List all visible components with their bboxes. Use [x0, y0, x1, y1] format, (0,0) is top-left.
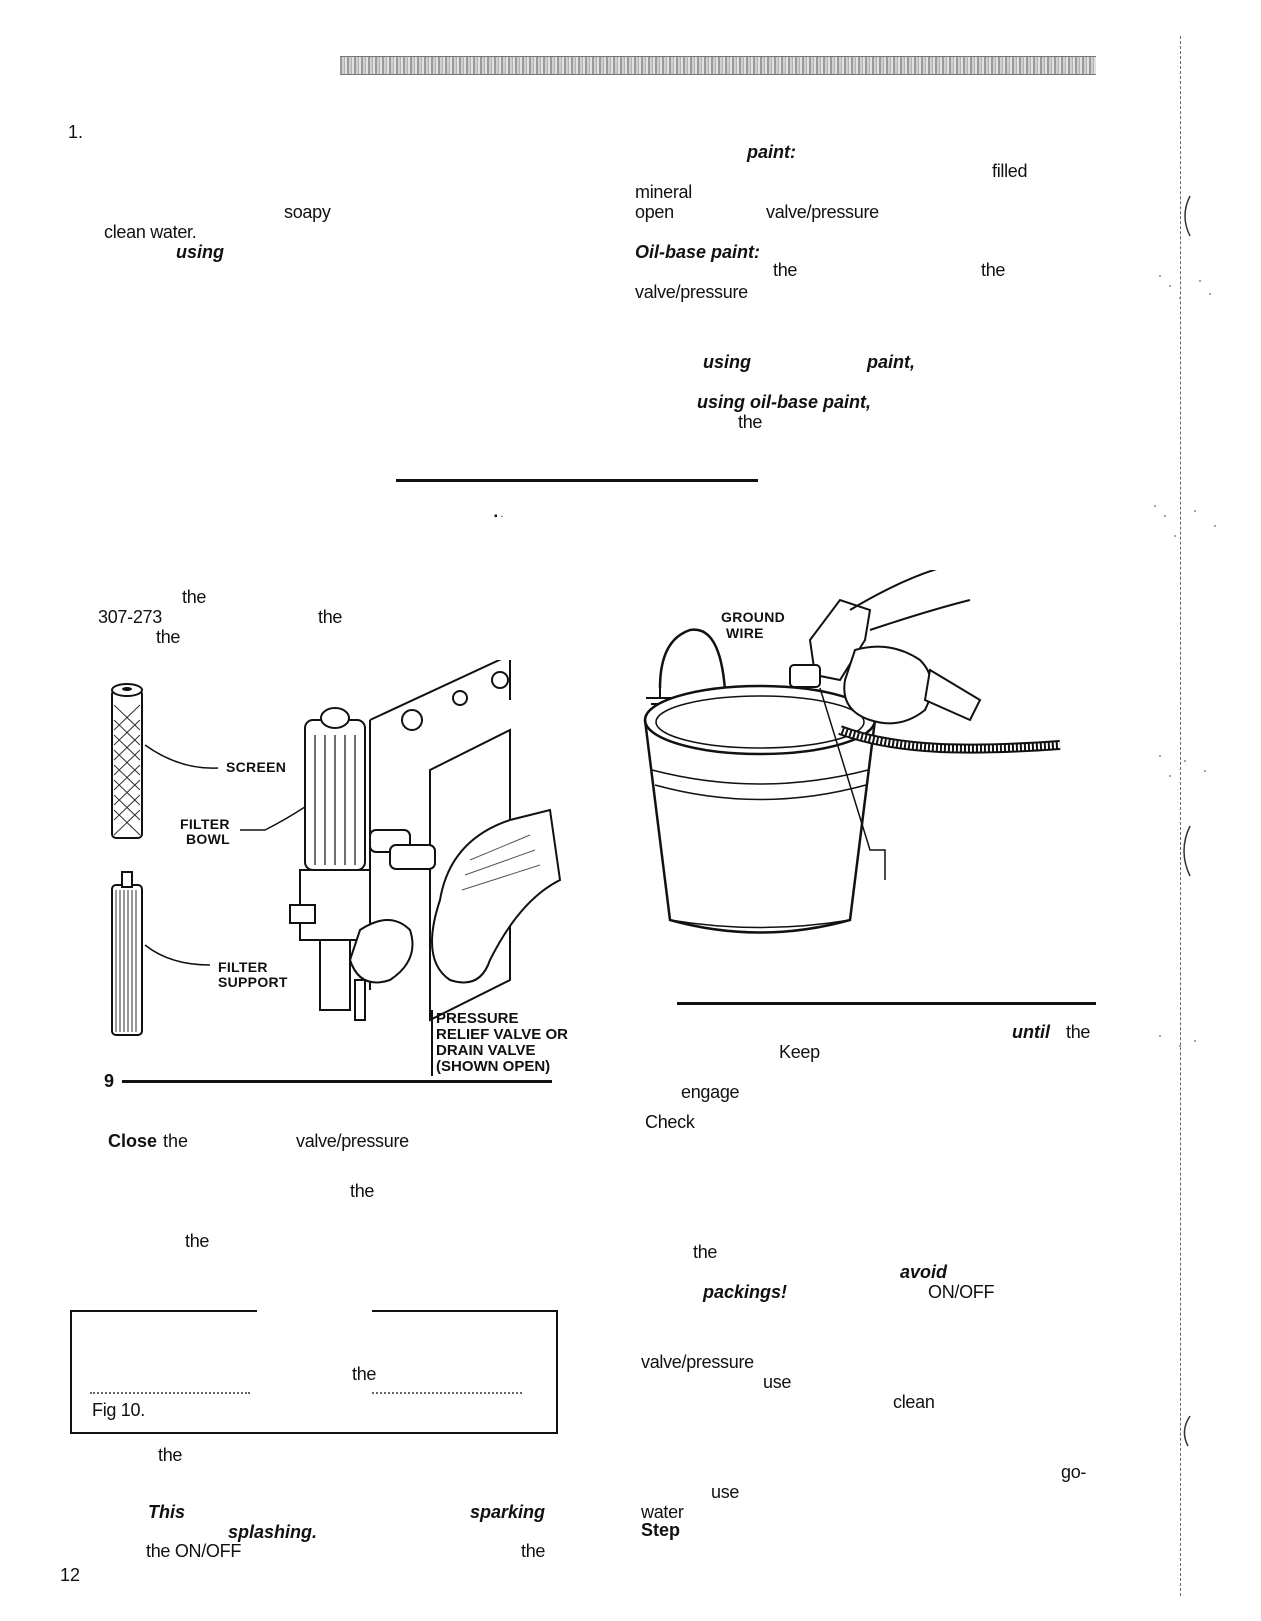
- text-fragment: Fig 10.: [92, 1400, 145, 1420]
- figure-10-rule: [677, 1002, 1096, 1005]
- text-fragment: the: [738, 412, 763, 432]
- text-fragment: This: [148, 1502, 186, 1522]
- text-fragment: paint,: [867, 352, 915, 372]
- section-rule: [396, 479, 758, 482]
- text-fragment: use: [711, 1482, 740, 1502]
- hose-coil: [838, 727, 1061, 752]
- text-fragment: the: [693, 1242, 718, 1262]
- text-fragment: valve/pressure: [641, 1352, 754, 1372]
- text-fragment: the ON/OFF: [146, 1541, 242, 1561]
- text-fragment: splashing.: [228, 1522, 318, 1542]
- spray-gun-hand: [789, 570, 982, 725]
- text-fragment: the: [521, 1541, 546, 1561]
- text-fragment: the: [156, 627, 181, 647]
- label-ground-2: WIRE: [726, 625, 764, 641]
- text-fragment: use: [763, 1372, 792, 1392]
- label-filter-support-1: FILTER: [218, 959, 268, 975]
- text-fragment: valve/pressure: [296, 1131, 409, 1151]
- valve-label-bracket: [431, 1010, 433, 1076]
- clipped-text-line: [90, 1392, 250, 1398]
- text-fragment: filled: [992, 161, 1028, 181]
- text-fragment: the: [352, 1364, 377, 1384]
- filter-support-part: [111, 871, 143, 1036]
- text-fragment: 307-273: [98, 607, 162, 627]
- text-fragment: using: [703, 352, 751, 372]
- leader-line: [144, 944, 211, 966]
- text-fragment: the: [1066, 1022, 1091, 1042]
- filter-bowl-part: [289, 707, 436, 1011]
- text-fragment: the: [185, 1231, 210, 1251]
- label-filter-bowl-2: BOWL: [186, 831, 230, 847]
- text-fragment: the: [158, 1445, 183, 1465]
- label-filter-bowl-1: FILTER: [180, 816, 230, 832]
- screen-part: [111, 683, 143, 839]
- text-fragment: Oil-base paint:: [635, 242, 761, 262]
- label-valve-4: (SHOWN OPEN): [436, 1058, 551, 1075]
- text-fragment: valve/pressure: [635, 282, 748, 302]
- text-fragment: soapy: [284, 202, 331, 222]
- operator-hand: [348, 808, 562, 1021]
- text-fragment: water: [641, 1502, 684, 1522]
- step-number: 1.: [68, 122, 84, 142]
- figure-9-number: 9: [104, 1071, 115, 1091]
- text-fragment: avoid: [900, 1262, 948, 1282]
- warning-note-box: the Fig 10.: [70, 1308, 558, 1434]
- text-fragment: mineral: [635, 182, 692, 202]
- figure-10-illustration: [643, 570, 1061, 934]
- label-valve-3: DRAIN VALVE: [436, 1042, 536, 1059]
- ground-wire: [658, 628, 727, 691]
- text-fragment: the: [981, 260, 1006, 280]
- text-fragment: clean: [893, 1392, 935, 1412]
- text-fragment: paint:: [747, 142, 796, 162]
- figure-9-illustration: [111, 660, 562, 1036]
- label-valve-2: RELIEF VALVE OR: [436, 1026, 568, 1043]
- text-fragment: ON/OFF: [928, 1282, 995, 1302]
- text-fragment: clean water.: [104, 222, 197, 242]
- leader-line: [819, 687, 886, 880]
- text-fragment: using: [176, 242, 224, 262]
- text-fragment: using oil-base paint,: [697, 392, 872, 412]
- page-number: 12: [60, 1565, 81, 1585]
- text-fragment: valve/pressure: [766, 202, 879, 222]
- text-fragment: the: [163, 1131, 189, 1151]
- text-fragment: Close: [108, 1131, 158, 1151]
- scan-mark: ▪ ·: [494, 511, 504, 522]
- text-fragment: until: [1012, 1022, 1050, 1042]
- text-fragment: Step: [641, 1520, 681, 1540]
- label-screen: SCREEN: [226, 759, 287, 775]
- scan-artifacts: [1154, 195, 1216, 1447]
- text-fragment: the: [318, 607, 343, 627]
- metal-bucket: [643, 684, 877, 934]
- note-box-title-gap: [257, 1308, 372, 1314]
- text-fragment: the: [773, 260, 798, 280]
- text-fragment: packings!: [703, 1282, 788, 1302]
- text-fragment: go-: [1061, 1462, 1087, 1482]
- leader-line: [144, 744, 219, 769]
- text-fragment: open: [635, 202, 674, 222]
- text-fragment: Check: [645, 1112, 695, 1132]
- text-fragment: Keep: [779, 1042, 820, 1062]
- header-band: [340, 56, 1096, 75]
- text-fragment: sparking: [470, 1502, 546, 1522]
- label-filter-support-2: SUPPORT: [218, 974, 288, 990]
- text-fragment: the: [350, 1181, 375, 1201]
- clipped-text-line: [372, 1392, 522, 1398]
- label-valve-1: PRESSURE: [436, 1010, 519, 1027]
- figure-9-rule: [122, 1080, 552, 1083]
- leader-line: [240, 804, 309, 831]
- text-fragment: engage: [681, 1082, 740, 1102]
- page-edge-line: [1180, 36, 1181, 1596]
- label-ground-1: GROUND: [721, 609, 786, 625]
- text-fragment: the: [182, 587, 207, 607]
